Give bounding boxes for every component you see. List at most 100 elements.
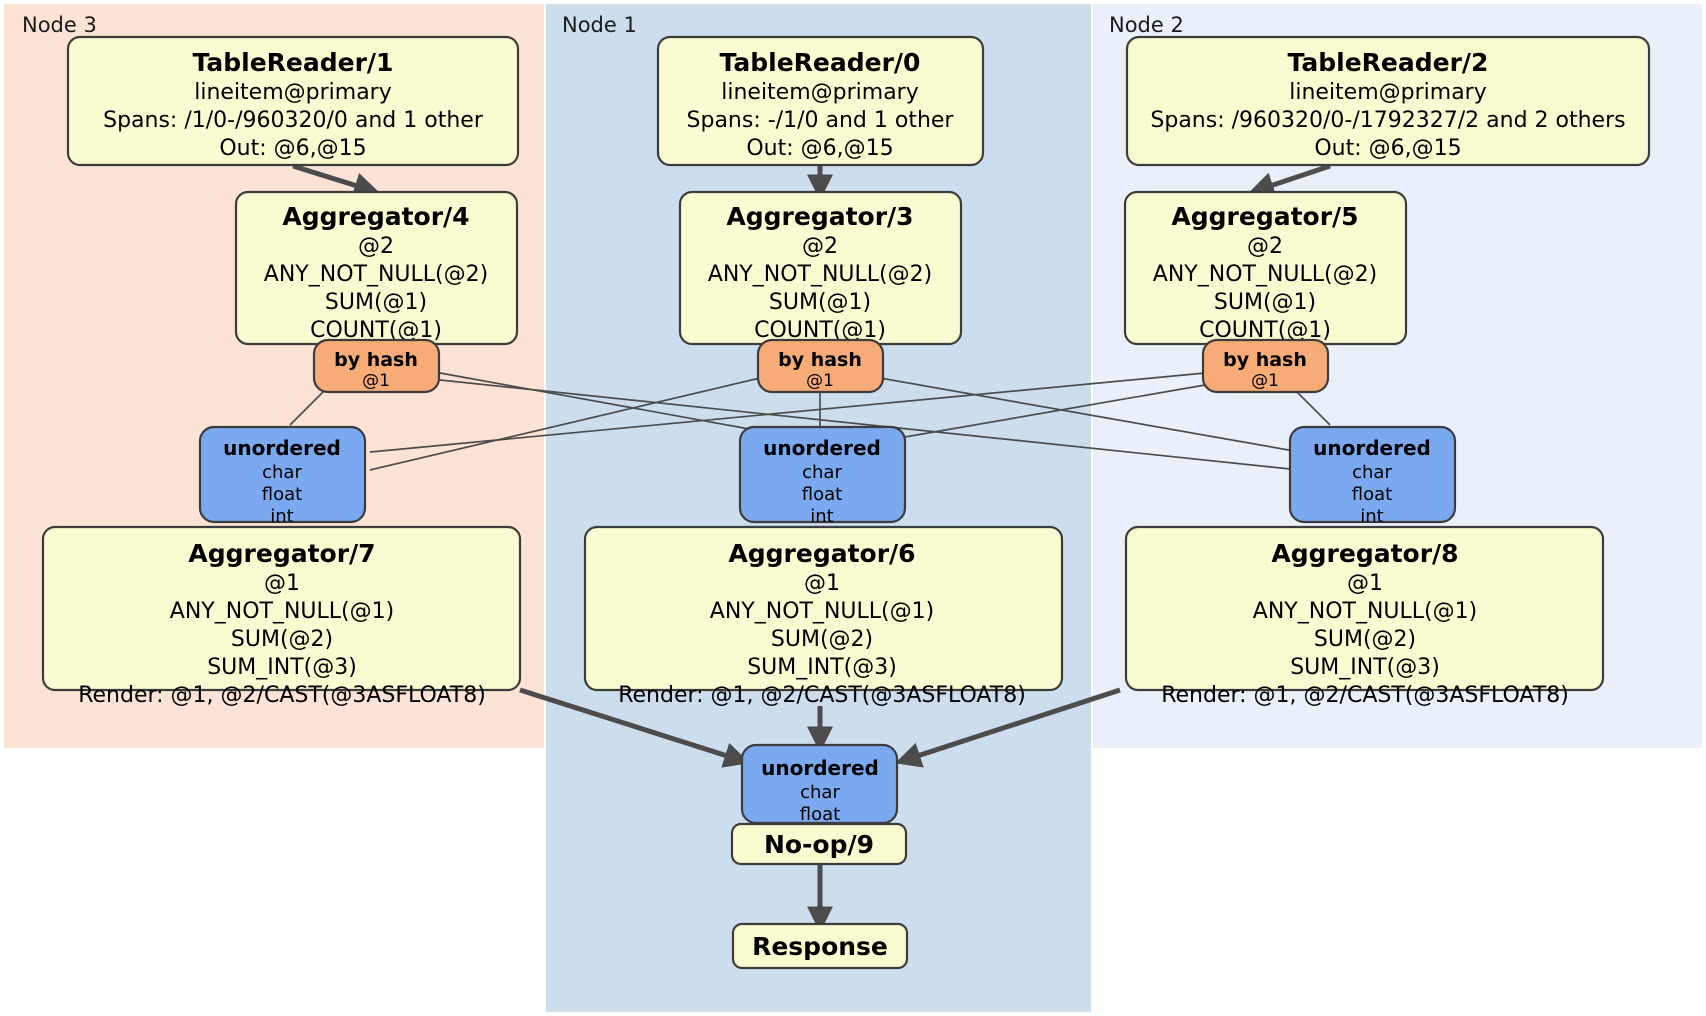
- aggregator-8-agg-2: SUM_INT(@3): [1290, 655, 1440, 680]
- tablereader-0-box[interactable]: [656, 35, 985, 167]
- response-node[interactable]: Response: [731, 922, 909, 970]
- aggregator-8-box[interactable]: [1124, 525, 1605, 692]
- aggregator-7-agg-2: SUM_INT(@3): [207, 655, 357, 680]
- final-receiver-node[interactable]: unordered char float: [740, 743, 899, 825]
- aggregator-8-title: Aggregator/8: [1271, 539, 1458, 568]
- aggregator-5-group: @2: [1247, 234, 1283, 259]
- tablereader-0-spans: Spans: -/1/0 and 1 other: [687, 108, 955, 133]
- aggregator-3-agg-2: COUNT(@1): [754, 318, 886, 343]
- edge-tablereader1-to-aggregator4: [292, 163, 381, 198]
- aggregator-8-agg-1: SUM(@2): [1314, 627, 1416, 652]
- receiver-unordered-node1-box[interactable]: [738, 425, 907, 524]
- receiver-unordered-node3[interactable]: unordered char float int: [198, 425, 367, 527]
- router-by-hash-node1[interactable]: by hash @1: [756, 338, 885, 394]
- aggregator-4-group: @2: [358, 234, 394, 259]
- aggregator-3-node[interactable]: Aggregator/3 @2 ANY_NOT_NULL(@2) SUM(@1)…: [678, 190, 963, 346]
- aggregator-3-agg-0: ANY_NOT_NULL(@2): [708, 262, 932, 287]
- router-by-hash-node2-title: by hash: [1223, 349, 1307, 371]
- aggregator-5-node[interactable]: Aggregator/5 @2 ANY_NOT_NULL(@2) SUM(@1)…: [1123, 190, 1408, 346]
- aggregator-7-box[interactable]: [41, 525, 522, 692]
- router-by-hash-node3-title: by hash: [334, 349, 418, 371]
- aggregator-7-group: @1: [264, 571, 300, 596]
- edge-aggregator8-to-final-receiver: [895, 687, 1121, 768]
- receiver-unordered-node1-type-2: int: [810, 506, 833, 527]
- aggregator-5-agg-2: COUNT(@1): [1199, 318, 1331, 343]
- receiver-unordered-node2-type-0: char: [1352, 462, 1392, 483]
- shuffle-edge-routerC-to-receiverA: [369, 372, 1206, 453]
- receiver-unordered-node1-type-0: char: [802, 462, 842, 483]
- response-box[interactable]: [731, 922, 909, 970]
- receiver-unordered-node1[interactable]: unordered char float int: [738, 425, 907, 527]
- router-by-hash-node2-detail: @1: [1251, 371, 1279, 391]
- shuffle-edge-routerB-to-receiverA: [369, 377, 761, 471]
- receiver-unordered-node2-type-2: int: [1360, 506, 1383, 527]
- router-by-hash-node1-title: by hash: [778, 349, 862, 371]
- aggregator-3-agg-1: SUM(@1): [769, 290, 871, 315]
- tablereader-2-source: lineitem@primary: [1289, 80, 1487, 105]
- tablereader-1-spans: Spans: /1/0-/960320/0 and 1 other: [103, 108, 484, 133]
- aggregator-4-agg-1: SUM(@1): [325, 290, 427, 315]
- tablereader-0-source: lineitem@primary: [721, 80, 919, 105]
- noop-9-box[interactable]: [730, 822, 908, 866]
- aggregator-3-title: Aggregator/3: [726, 202, 913, 231]
- aggregator-6-title: Aggregator/6: [728, 539, 915, 568]
- aggregator-7-title: Aggregator/7: [188, 539, 375, 568]
- tablereader-1-node[interactable]: TableReader/1 lineitem@primary Spans: /1…: [66, 35, 520, 167]
- final-receiver-type-1: float: [800, 804, 840, 825]
- aggregator-6-node[interactable]: Aggregator/6 @1 ANY_NOT_NULL(@1) SUM(@2)…: [583, 525, 1064, 708]
- aggregator-8-node[interactable]: Aggregator/8 @1 ANY_NOT_NULL(@1) SUM(@2)…: [1124, 525, 1605, 708]
- receiver-unordered-node3-title: unordered: [223, 436, 341, 460]
- node-panel-node3-label: Node 3: [22, 13, 97, 37]
- receiver-unordered-node1-title: unordered: [763, 436, 881, 460]
- receiver-unordered-node2-box[interactable]: [1288, 425, 1457, 524]
- node-panel-node2-label: Node 2: [1109, 13, 1184, 37]
- noop-9-node[interactable]: No-op/9: [730, 822, 908, 866]
- receiver-unordered-node2-type-1: float: [1352, 484, 1392, 505]
- aggregator-7-agg-1: SUM(@2): [231, 627, 333, 652]
- aggregator-8-render: Render: @1, @2/CAST(@3ASFLOAT8): [1161, 683, 1569, 708]
- aggregator-7-node[interactable]: Aggregator/7 @1 ANY_NOT_NULL(@1) SUM(@2)…: [41, 525, 522, 708]
- router-by-hash-node2-box[interactable]: [1201, 338, 1330, 394]
- router-by-hash-node3-box[interactable]: [312, 338, 441, 394]
- shuffle-edge-routerB-to-receiverC: [879, 377, 1301, 453]
- receiver-unordered-node2-title: unordered: [1313, 436, 1431, 460]
- receiver-unordered-node1-type-1: float: [802, 484, 842, 505]
- tablereader-1-source: lineitem@primary: [194, 80, 392, 105]
- router-by-hash-node1-detail: @1: [806, 371, 834, 391]
- tablereader-2-spans: Spans: /960320/0-/1792327/2 and 2 others: [1150, 108, 1625, 133]
- tablereader-2-node[interactable]: TableReader/2 lineitem@primary Spans: /9…: [1125, 35, 1651, 167]
- response-title: Response: [752, 932, 888, 961]
- aggregator-6-render: Render: @1, @2/CAST(@3ASFLOAT8): [618, 683, 1026, 708]
- receiver-unordered-node3-type-1: float: [262, 484, 302, 505]
- aggregator-6-agg-1: SUM(@2): [771, 627, 873, 652]
- aggregator-8-group: @1: [1347, 571, 1383, 596]
- aggregator-4-agg-2: COUNT(@1): [310, 318, 442, 343]
- tablereader-0-title: TableReader/0: [720, 48, 921, 77]
- aggregator-4-title: Aggregator/4: [282, 202, 469, 231]
- tablereader-2-out: Out: @6,@15: [1314, 136, 1461, 161]
- tablereader-2-box[interactable]: [1125, 35, 1651, 167]
- router-by-hash-node1-box[interactable]: [756, 338, 885, 394]
- receiver-unordered-node2[interactable]: unordered char float int: [1288, 425, 1457, 527]
- aggregator-4-node[interactable]: Aggregator/4 @2 ANY_NOT_NULL(@2) SUM(@1)…: [234, 190, 519, 346]
- aggregator-5-agg-0: ANY_NOT_NULL(@2): [1153, 262, 1377, 287]
- tablereader-1-out: Out: @6,@15: [219, 136, 366, 161]
- edge-aggregator7-to-final-receiver: [519, 687, 751, 768]
- noop-9-title: No-op/9: [764, 830, 874, 859]
- shuffle-edge-routerA-to-receiverC: [439, 379, 1301, 471]
- tablereader-2-title: TableReader/2: [1288, 48, 1489, 77]
- aggregator-4-agg-0: ANY_NOT_NULL(@2): [264, 262, 488, 287]
- node-panel-node1-label: Node 1: [562, 13, 637, 37]
- aggregator-6-box[interactable]: [583, 525, 1064, 692]
- aggregator-5-title: Aggregator/5: [1171, 202, 1358, 231]
- tablereader-0-node[interactable]: TableReader/0 lineitem@primary Spans: -/…: [656, 35, 985, 167]
- aggregator-7-agg-0: ANY_NOT_NULL(@1): [170, 599, 394, 624]
- tablereader-1-box[interactable]: [66, 35, 520, 167]
- router-by-hash-node3[interactable]: by hash @1: [312, 338, 441, 394]
- receiver-unordered-node3-box[interactable]: [198, 425, 367, 524]
- final-receiver-type-0: char: [800, 782, 840, 803]
- tablereader-1-title: TableReader/1: [193, 48, 394, 77]
- router-by-hash-node2[interactable]: by hash @1: [1201, 338, 1330, 394]
